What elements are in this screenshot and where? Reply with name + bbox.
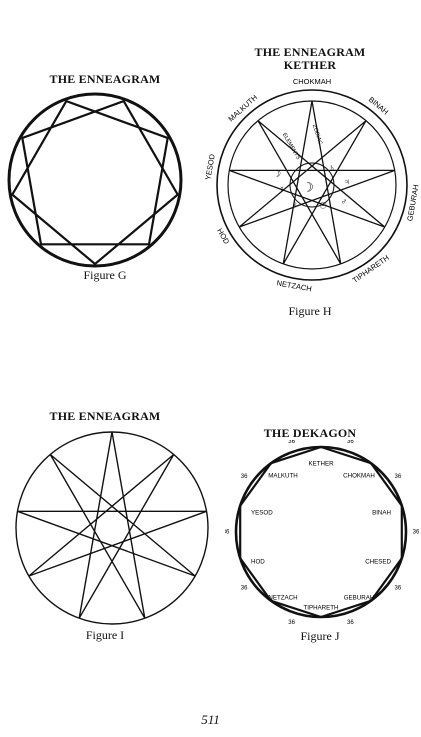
sephira-label: NETZACH — [268, 595, 297, 602]
sephira-label: HOD — [215, 227, 231, 246]
edge-value: 36 — [241, 585, 248, 591]
edge-value: 36 — [225, 530, 230, 536]
center-circle — [289, 162, 335, 208]
sephira-label: YESOD — [205, 153, 217, 181]
planet-symbol: ☽ — [302, 179, 314, 194]
figure-i-caption: Figure I — [85, 628, 125, 642]
edge-value: 36 — [413, 530, 420, 536]
figure-i-title: THE ENNEAGRAM — [49, 409, 161, 423]
page-number: 511 — [201, 712, 220, 727]
planet-symbol: ♀ — [292, 199, 299, 209]
sephira-label: YESOD — [251, 510, 273, 517]
zodiac-label: ZODIAC — [311, 124, 323, 146]
nonagram-star — [10, 99, 180, 266]
figure-h-enneagram-diagram: CHOKMAHBINAHGEBURAHTIPHARETHNETZACHHODYE… — [205, 77, 421, 293]
outer-circle — [15, 431, 209, 625]
figure-j-dekagon-diagram: 36363636363636363636KETHERMALKUTHCHOKMAH… — [225, 440, 420, 626]
elements-label: ELEMENTS — [281, 132, 301, 161]
edge-value: 36 — [347, 440, 354, 445]
outer-ring — [216, 89, 408, 281]
sephira-label: CHOKMAH — [343, 473, 375, 480]
outer-circle — [7, 92, 183, 268]
sephira-label: CHESED — [365, 559, 391, 566]
edge-value: 36 — [395, 585, 402, 591]
planet-symbol: ☉ — [319, 200, 327, 210]
outer-circle — [234, 445, 408, 619]
figure-h-subtitle: KETHER — [283, 58, 337, 72]
nonagram-star — [17, 431, 207, 619]
sephira-label: CHOKMAH — [293, 77, 331, 86]
dekagon-polygon — [239, 445, 403, 619]
planet-symbol: ♂ — [341, 196, 348, 206]
sephira-label: HOD — [251, 559, 265, 566]
figure-i-enneagram-diagram — [15, 431, 209, 625]
planet-symbol: ♄ — [329, 162, 336, 172]
edge-value: 36 — [241, 474, 248, 480]
edge-value: 36 — [288, 620, 295, 626]
figure-h-caption: Figure H — [288, 304, 332, 318]
sephira-label: BINAH — [372, 510, 391, 517]
planet-symbol: ♃ — [344, 176, 351, 186]
figure-j-title: THE DEKAGON — [263, 426, 357, 440]
edge-value: 36 — [395, 474, 402, 480]
figure-g-caption: Figure G — [83, 268, 127, 282]
sephira-label: GEBURAH — [344, 595, 375, 602]
figure-h-title: THE ENNEAGRAM — [254, 45, 366, 59]
edge-value: 36 — [288, 440, 295, 445]
sephira-label: TIPHARETH — [303, 605, 338, 612]
figure-g-title: THE ENNEAGRAM — [49, 72, 161, 86]
planet-symbol: ☽ — [273, 168, 281, 178]
figure-j-caption: Figure J — [300, 629, 340, 643]
figure-g-enneagram-diagram — [7, 92, 183, 268]
sephira-label: BINAH — [367, 95, 390, 117]
enneagram-star — [229, 100, 395, 265]
sephira-label: KETHER — [308, 461, 334, 468]
edge-value: 36 — [347, 620, 354, 626]
planet-symbol: ☿ — [279, 184, 286, 194]
sephira-label: MALKUTH — [268, 473, 298, 480]
